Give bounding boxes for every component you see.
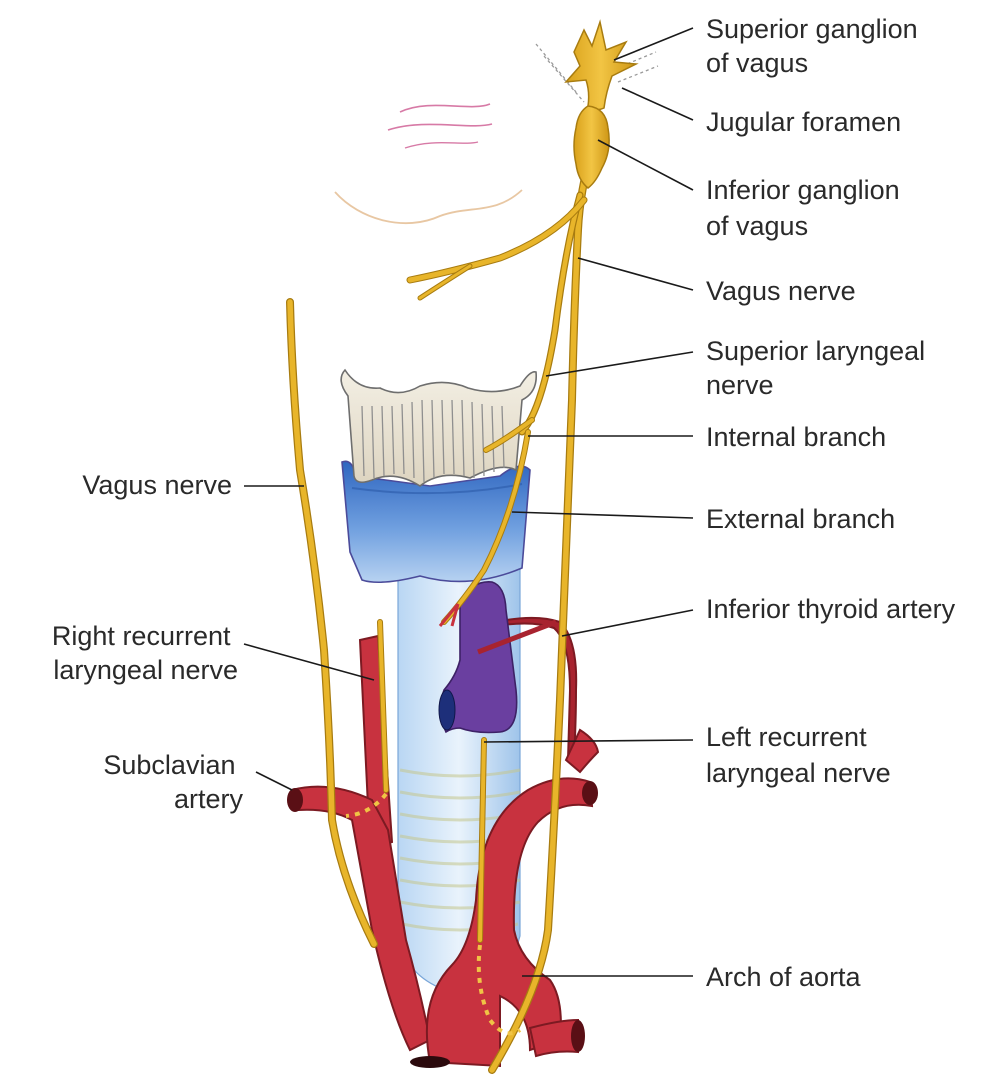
label-subclavian-artery: Subclavian artery [103, 750, 243, 814]
label-right-recurrent-laryngeal: Right recurrent laryngeal nerve [52, 621, 238, 685]
inferior-ganglion-shape [574, 106, 609, 188]
label-inferior-thyroid-artery: Inferior thyroid artery [706, 594, 956, 624]
label-inferior-ganglion: Inferior ganglion of vagus [706, 175, 907, 241]
label-vagus-nerve-right: Vagus nerve [82, 470, 232, 500]
label-superior-ganglion: Superior ganglion of vagus [706, 14, 925, 78]
label-superior-laryngeal: Superior laryngeal nerve [706, 336, 933, 400]
label-arch-of-aorta: Arch of aorta [706, 962, 862, 992]
label-jugular-foramen: Jugular foramen [706, 107, 901, 137]
pharyngeal-branch-nerve [410, 200, 584, 280]
label-vagus-nerve-left: Vagus nerve [706, 276, 856, 306]
thyroid-cartilage [341, 370, 536, 486]
label-external-branch: External branch [706, 504, 895, 534]
superior-ganglion-shape [566, 22, 636, 110]
label-internal-branch: Internal branch [706, 422, 886, 452]
label-left-recurrent-laryngeal: Left recurrent laryngeal nerve [706, 722, 891, 788]
